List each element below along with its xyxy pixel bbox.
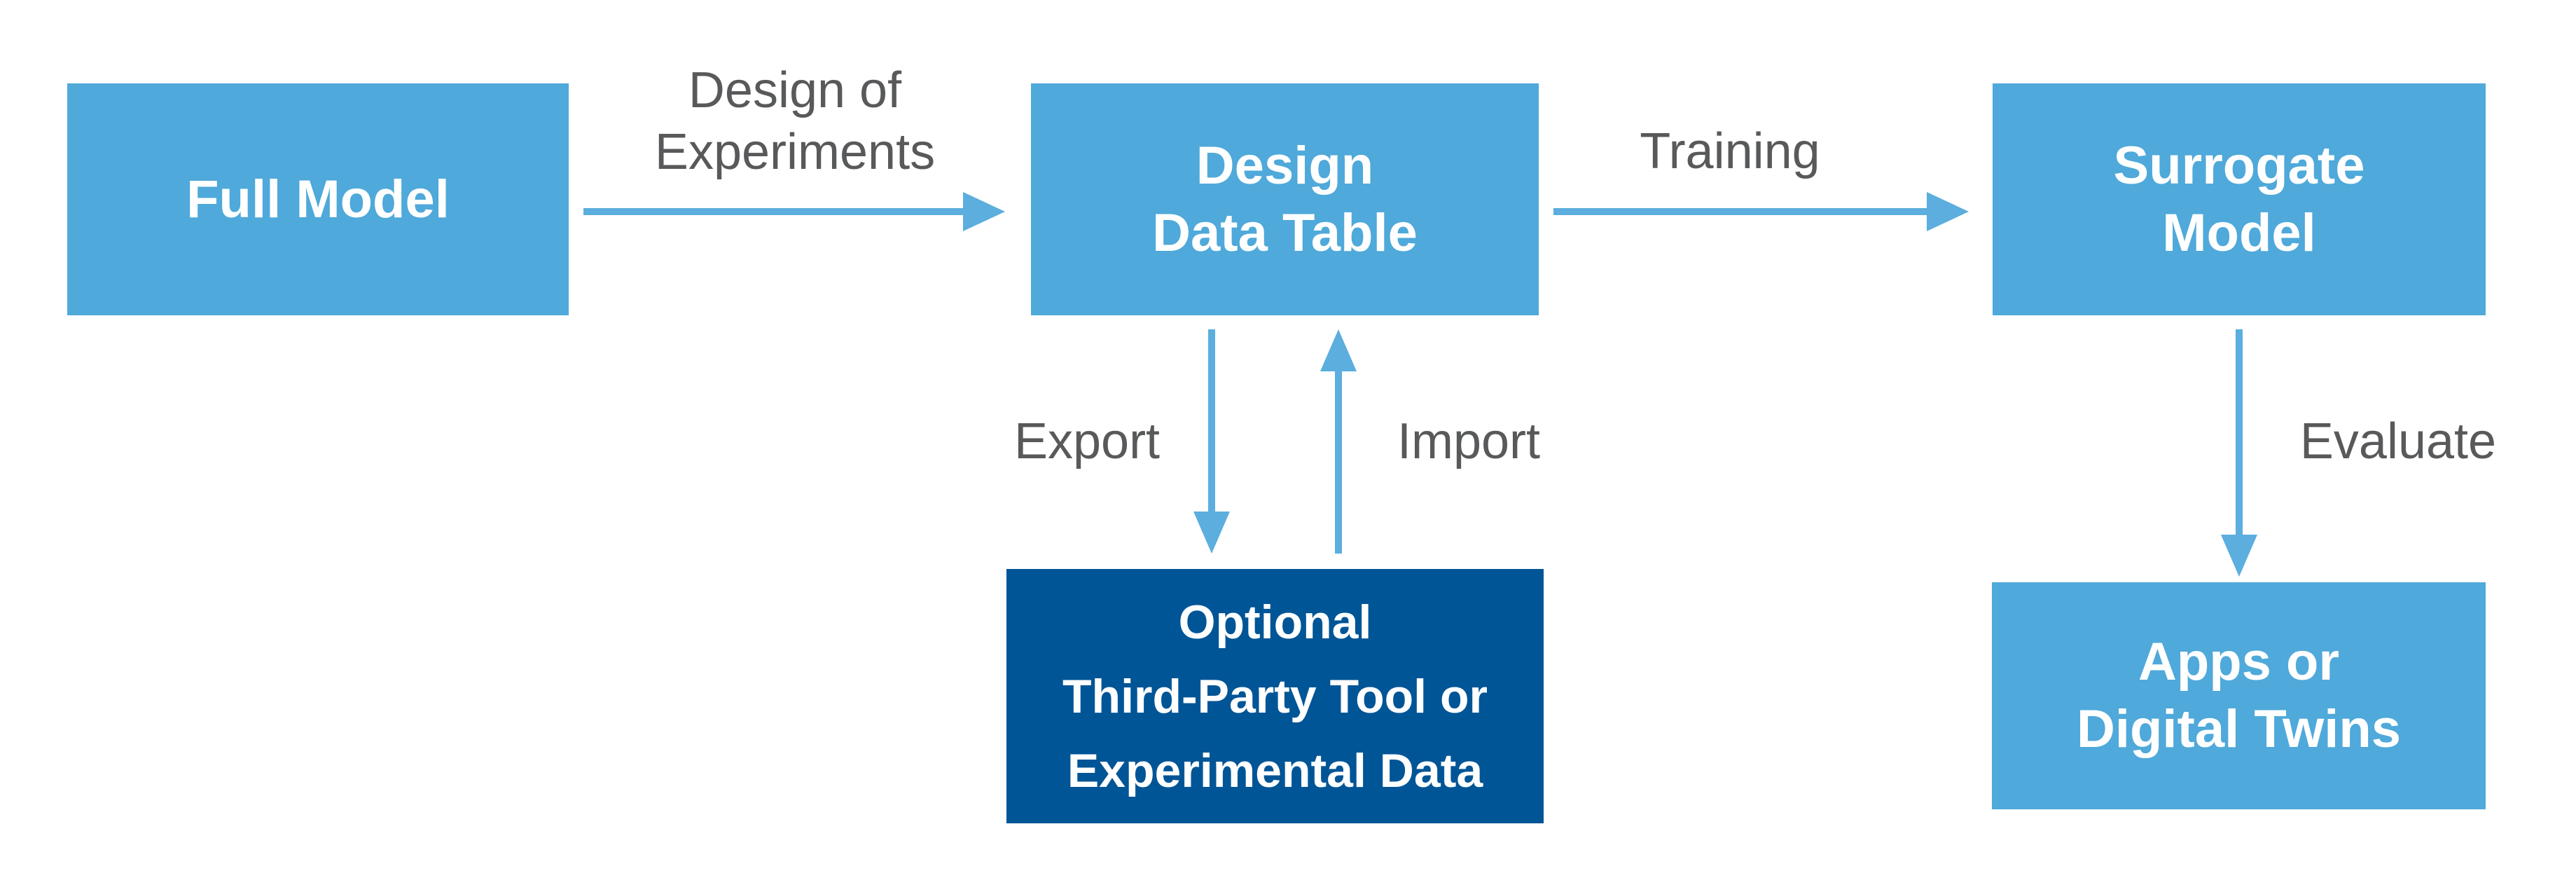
node-surrogate-model-line1: Surrogate bbox=[2113, 135, 2365, 195]
edge-label-training: Training bbox=[1640, 123, 1820, 179]
edge-label-doe-line1: Design of bbox=[688, 62, 902, 118]
node-design-data-table: Design Data Table bbox=[1031, 83, 1539, 315]
node-optional-line3: Experimental Data bbox=[1067, 743, 1483, 797]
edge-label-import: Import bbox=[1397, 413, 1541, 469]
edge-label-doe-line2: Experiments bbox=[654, 124, 936, 180]
edge-label-design-of-experiments: Design of Experiments bbox=[585, 60, 1005, 183]
node-design-data-table-line1: Design bbox=[1196, 135, 1374, 195]
arrow-doe-shaft bbox=[583, 208, 965, 215]
node-apps-line1: Apps or bbox=[2138, 632, 2340, 692]
arrow-right-icon bbox=[963, 192, 1005, 231]
node-full-model: Full Model bbox=[67, 83, 569, 315]
node-surrogate-model-line2: Model bbox=[2162, 203, 2316, 263]
node-design-data-table-line2: Data Table bbox=[1152, 203, 1418, 263]
arrow-down-icon bbox=[2221, 535, 2257, 577]
node-apps-line2: Digital Twins bbox=[2076, 699, 2402, 759]
edge-label-export: Export bbox=[1013, 413, 1161, 469]
node-apps-digital-twins: Apps or Digital Twins bbox=[1992, 582, 2486, 809]
node-optional-third-party: Optional Third-Party Tool or Experimenta… bbox=[1006, 569, 1544, 823]
arrow-training-shaft bbox=[1553, 208, 1928, 215]
arrow-import-shaft bbox=[1335, 370, 1342, 554]
node-optional-line2: Third-Party Tool or bbox=[1062, 669, 1488, 723]
arrow-right-icon bbox=[1927, 192, 1969, 231]
node-surrogate-model: Surrogate Model bbox=[1993, 83, 2486, 315]
arrow-down-icon bbox=[1193, 512, 1230, 554]
arrow-evaluate-shaft bbox=[2236, 329, 2243, 536]
arrow-up-icon bbox=[1320, 329, 1357, 371]
node-optional-line1: Optional bbox=[1178, 595, 1372, 649]
edge-label-evaluate: Evaluate bbox=[2299, 413, 2497, 469]
node-full-model-label: Full Model bbox=[186, 169, 450, 229]
arrow-export-shaft bbox=[1208, 329, 1215, 513]
